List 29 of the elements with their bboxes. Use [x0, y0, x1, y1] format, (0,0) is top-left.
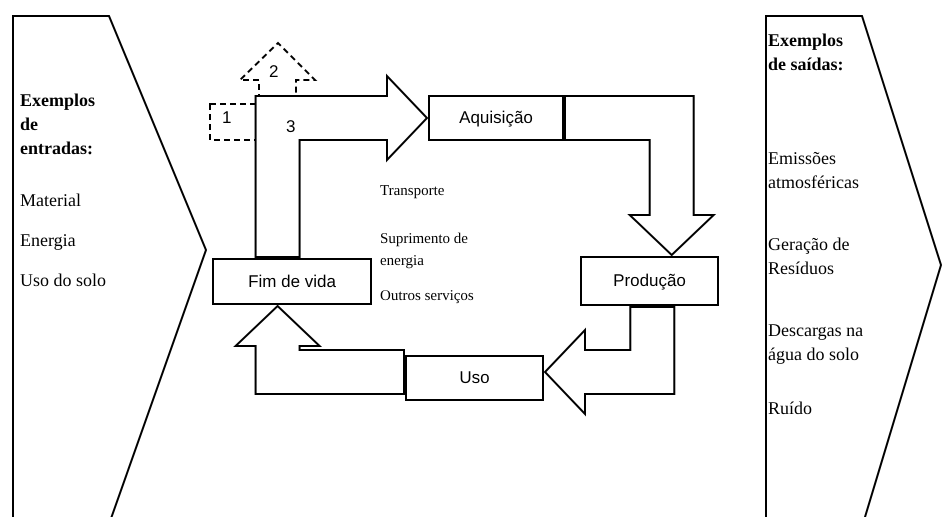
- block-arrow: [254, 74, 428, 258]
- note-text: Suprimento de energia: [380, 230, 469, 271]
- list-item: Energia: [20, 229, 77, 252]
- chevron-panel: [12, 15, 208, 517]
- callout-number: 2: [269, 62, 280, 82]
- process-box: [212, 258, 372, 305]
- process-box: [428, 95, 564, 141]
- block-arrow: [544, 306, 676, 416]
- list-item: Emissões atmosféricas: [768, 147, 860, 194]
- process-box: [580, 256, 719, 306]
- process-box: [405, 355, 544, 401]
- list-item: Descargas na água do solo: [768, 319, 864, 366]
- box-label: Aquisição: [459, 107, 533, 130]
- chevron-panel: [765, 15, 943, 517]
- box-label: Fim de vida: [248, 270, 336, 293]
- list-item: Ruído: [768, 397, 814, 420]
- block-arrow: [233, 304, 405, 395]
- panel-heading: Exemplos de entradas:: [20, 89, 96, 160]
- list-item: Geração de Resíduos: [768, 233, 850, 280]
- callout-number: 3: [286, 117, 296, 137]
- note-text: Transporte: [380, 182, 446, 201]
- list-item: Material: [20, 189, 82, 212]
- box-label: Produção: [613, 270, 686, 292]
- list-item: Uso do solo: [20, 269, 108, 292]
- panel-heading: Exemplos de saídas:: [768, 29, 845, 76]
- note-text: Outros serviços: [380, 287, 475, 306]
- box-label: Uso: [459, 367, 490, 390]
- callout-number: 1: [222, 108, 232, 128]
- block-arrow: [564, 95, 716, 256]
